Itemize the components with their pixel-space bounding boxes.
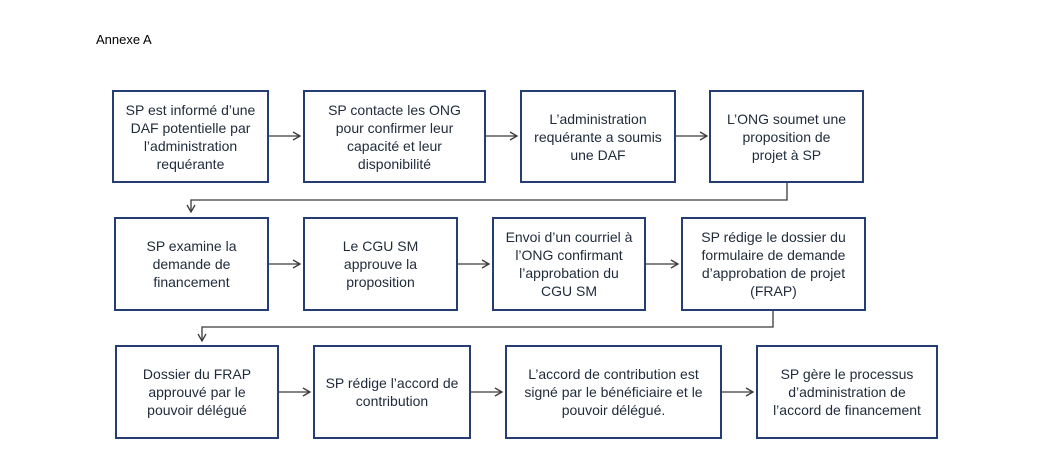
step-sp-manages-agreement: SP gère le processus d’administration de… xyxy=(756,345,938,439)
step-agreement-signed: L’accord de contribution est signé par l… xyxy=(505,345,722,439)
step-sp-drafts-agreement: SP rédige l’accord de contribution xyxy=(313,345,471,439)
step-admin-submits-daf: L’administration requérante a soumis une… xyxy=(520,90,676,183)
step-sp-drafts-frap: SP rédige le dossier du formulaire de de… xyxy=(681,217,866,311)
arrow-b4-b5 xyxy=(186,183,788,214)
step-sp-contacts-ngo: SP contacte les ONG pour confirmer leur … xyxy=(303,90,486,183)
step-sp-reviews-request: SP examine la demande de financement xyxy=(114,217,269,311)
step-frap-approved: Dossier du FRAP approuvé par le pouvoir … xyxy=(115,345,279,439)
step-ngo-submits-proposal: L’ONG soumet une proposition de projet à… xyxy=(709,90,864,183)
step-email-confirmation: Envoi d’un courriel à l’ONG confirmant l… xyxy=(492,217,646,311)
step-sp-informed-daf: SP est informé d’une DAF potentielle par… xyxy=(112,90,269,183)
step-cgu-approves: Le CGU SM approuve la proposition xyxy=(303,217,458,311)
annex-title: Annexe A xyxy=(96,32,152,47)
arrow-b8-b9 xyxy=(197,311,774,343)
